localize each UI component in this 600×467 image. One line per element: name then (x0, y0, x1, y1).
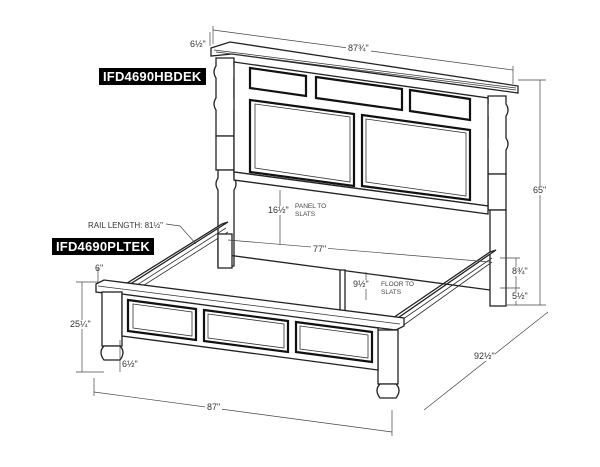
dim-headboard-width: 87¾" (346, 43, 371, 53)
dim-footboard-width: 87" (205, 402, 223, 412)
dim-rail-height: 8¾" (512, 266, 528, 276)
rails-footboard-sku-tag: IFD4690PLTEK (52, 238, 154, 255)
dim-footboard-height: 25¼" (70, 319, 91, 329)
dim-footboard-crown: 6" (95, 263, 104, 273)
note-panel-to-slats: PANEL TO SLATS (295, 203, 327, 218)
dim-overall-length: 92½" (474, 351, 495, 361)
footboard (95, 279, 405, 399)
note-floor-to-slats: FLOOR TO SLATS (381, 281, 414, 296)
dim-floor-to-slats: 9½" (353, 279, 369, 289)
dim-rail-clearance: 5½" (512, 291, 528, 301)
headboard-sku-tag: IFD4690HBDEK (99, 68, 206, 85)
dim-inner-width: 77" (311, 244, 329, 254)
dim-headboard-crown-height: 6½" (190, 39, 206, 49)
dim-rail-length: RAIL LENGTH: 81½" (88, 221, 164, 230)
dim-panel-to-slats: 16½" (268, 205, 289, 215)
dim-foot-height: 6½" (122, 359, 138, 369)
dim-overall-height: 65" (533, 185, 547, 195)
